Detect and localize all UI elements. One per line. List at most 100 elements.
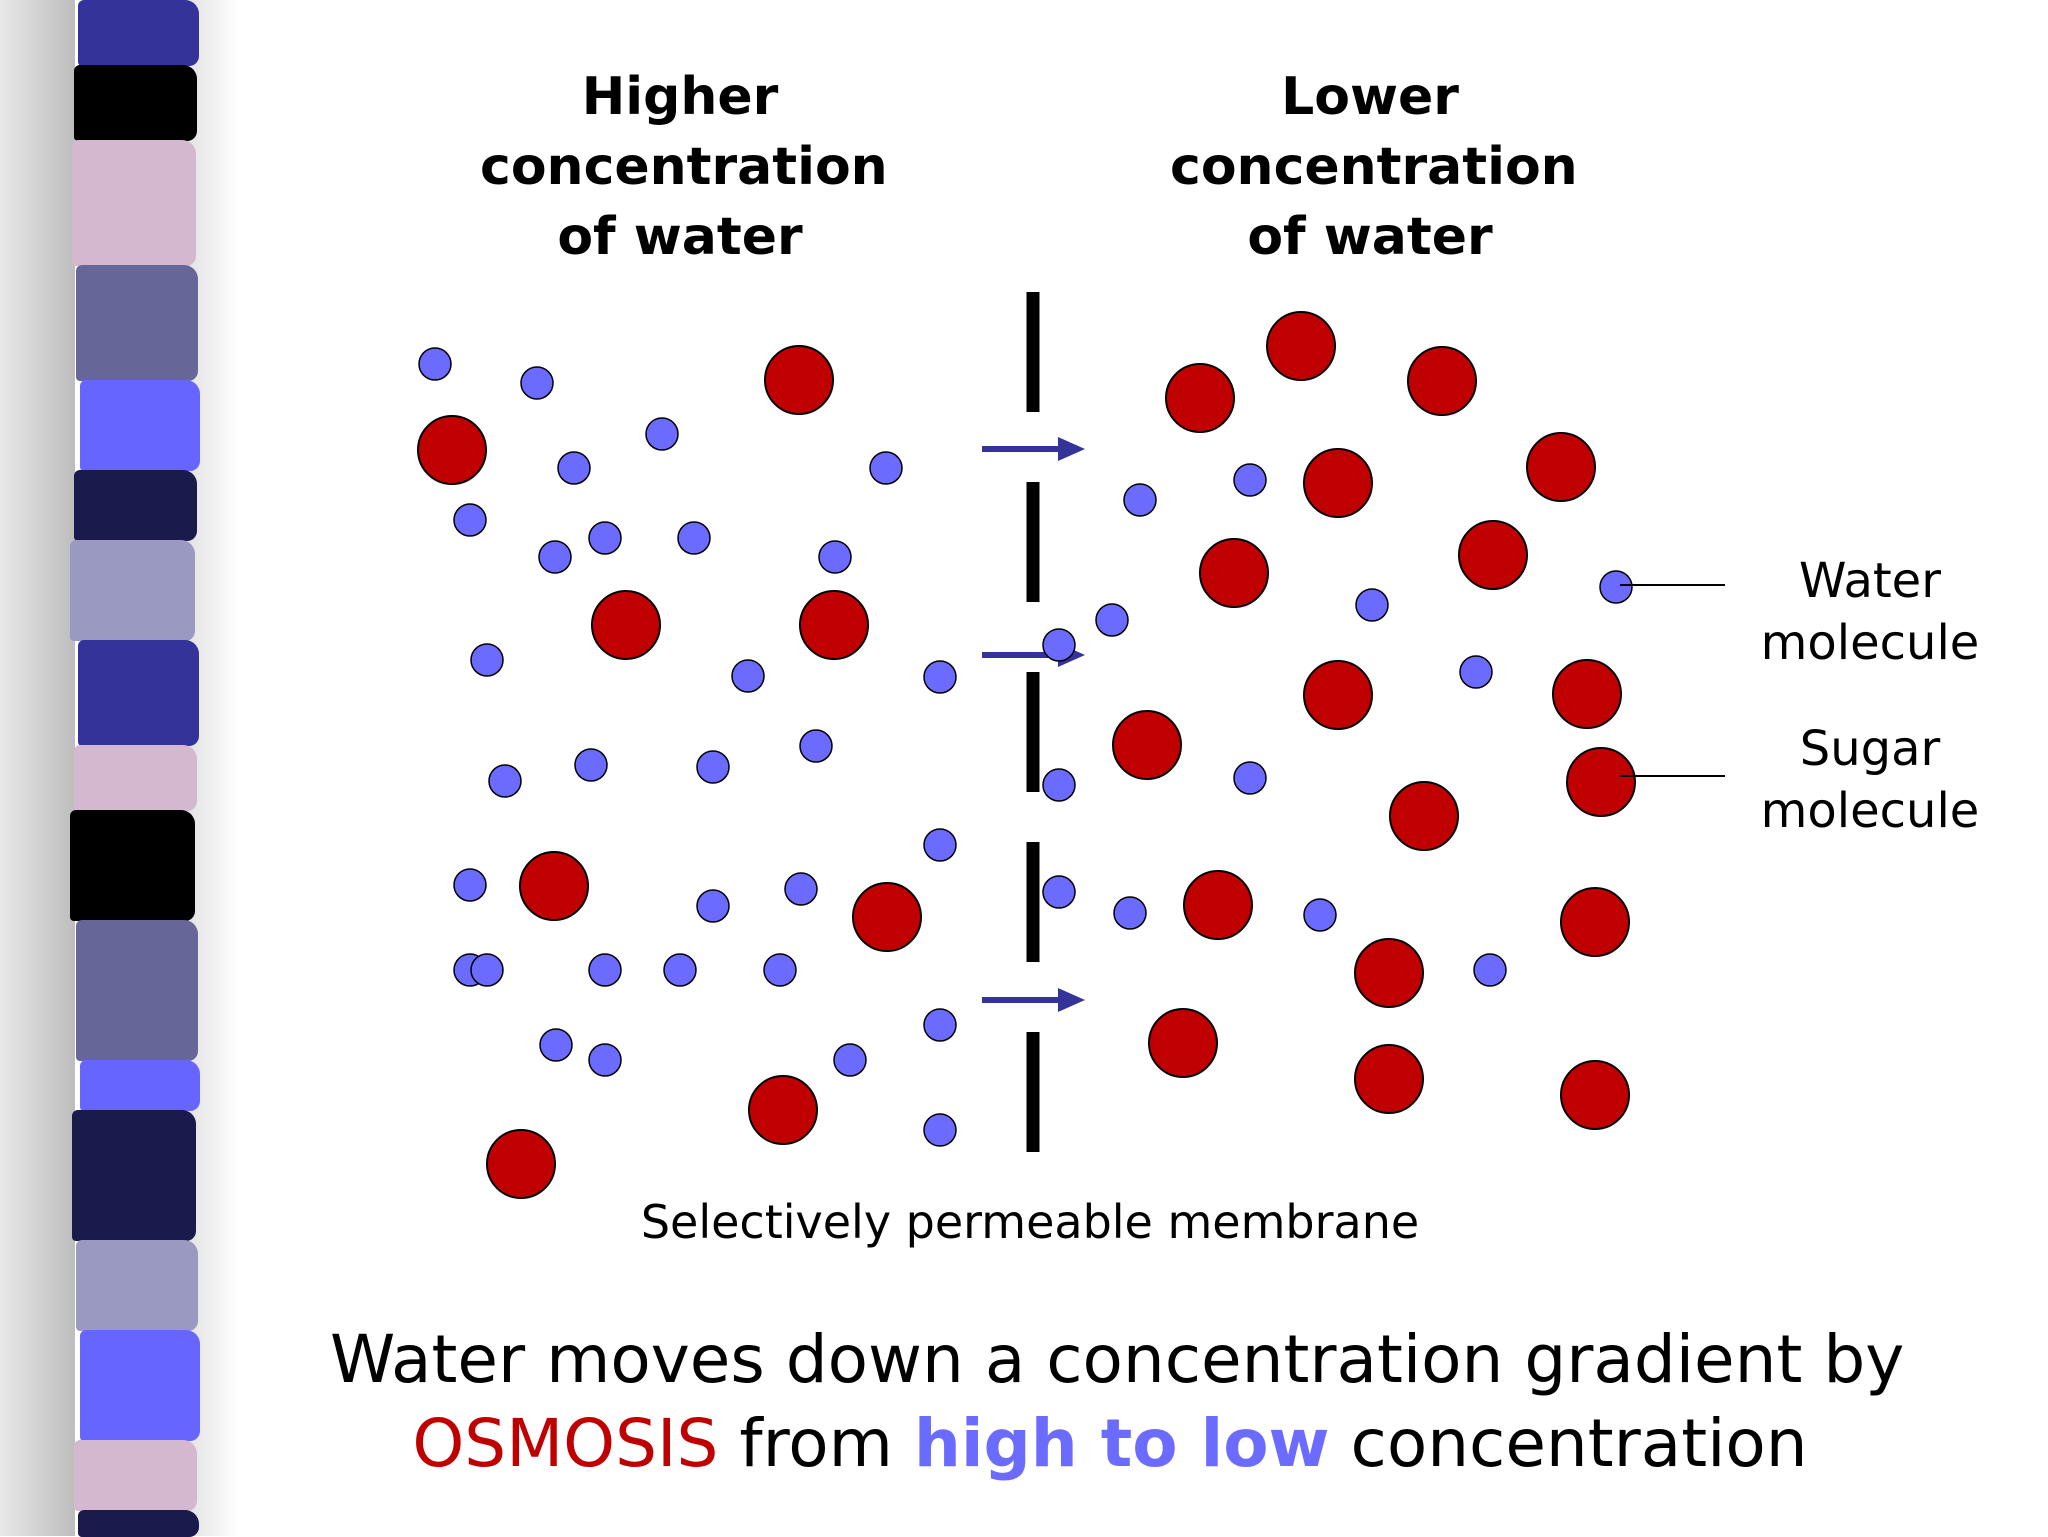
heading-line: of water: [1247, 207, 1493, 267]
caption-from: from: [739, 1405, 893, 1482]
water-molecule-icon: [588, 1043, 622, 1077]
water-molecule-icon: [1042, 875, 1076, 909]
osmosis-keyword: OSMOSIS: [412, 1405, 719, 1482]
sugar-molecule-icon: [1560, 887, 1630, 957]
sugar-molecule-icon: [1526, 432, 1596, 502]
sugar-molecule-icon: [1354, 938, 1424, 1008]
legend-label-line: molecule: [1760, 615, 1980, 671]
sidebar-stripe: [78, 0, 199, 66]
molecules: [417, 311, 1636, 1199]
water-molecule-icon: [1459, 655, 1493, 689]
legend-label-line: molecule: [1760, 783, 1980, 839]
decorative-sidebar-strip: [70, 0, 210, 1537]
legend-label-line: Water: [1799, 553, 1941, 609]
heading-line: concentration: [1170, 137, 1578, 197]
water-molecule-icon: [923, 828, 957, 862]
sidebar-stripe: [78, 1510, 199, 1537]
water-molecule-icon: [588, 953, 622, 987]
water-molecule-icon: [923, 660, 957, 694]
sugar-molecule-icon: [1266, 311, 1336, 381]
water-molecule-icon: [520, 366, 554, 400]
sugar-molecule-icon: [1458, 520, 1528, 590]
legend-label-line: Sugar: [1799, 721, 1941, 777]
water-molecule-icon: [696, 889, 730, 923]
water-molecule-icon: [1233, 761, 1267, 795]
direction-phrase: high to low: [913, 1405, 1330, 1482]
water-molecule-icon: [470, 953, 504, 987]
water-molecule-icon: [538, 540, 572, 574]
sidebar-stripe: [72, 140, 196, 266]
water-molecule-icon: [645, 417, 679, 451]
water-molecule-icon: [588, 521, 622, 555]
sugar-molecule-icon: [1552, 659, 1622, 729]
heading-line: of water: [557, 207, 803, 267]
sugar-molecule-icon: [486, 1129, 556, 1199]
sugar-molecule-icon: [591, 590, 661, 660]
sugar-molecule-icon: [1389, 781, 1459, 851]
sidebar-stripe: [74, 65, 197, 141]
sidebar-stripe: [72, 1110, 196, 1241]
sidebar-stripe: [80, 1330, 200, 1441]
sugar-molecule-icon: [1112, 710, 1182, 780]
water-molecule-label: Water molecule: [1750, 550, 1990, 674]
water-molecule-icon: [470, 643, 504, 677]
sugar-molecule-icon: [852, 882, 922, 952]
water-molecule-icon: [677, 521, 711, 555]
sidebar-stripe: [76, 1240, 198, 1331]
slide-caption: Water moves down a concentration gradien…: [330, 1318, 1905, 1486]
water-molecule-icon: [1355, 588, 1389, 622]
sidebar-stripe: [78, 640, 199, 746]
sugar-molecule-icon: [1354, 1044, 1424, 1114]
membrane-caption: Selectively permeable membrane: [640, 1195, 1420, 1249]
sidebar-stripe: [70, 810, 195, 921]
water-molecule-icon: [784, 872, 818, 906]
sugar-molecule-icon: [1165, 363, 1235, 433]
sugar-molecule-icon: [1199, 538, 1269, 608]
caption-line-2: OSMOSIS from high to low concentration: [330, 1402, 1890, 1486]
sidebar-stripe: [80, 380, 200, 471]
sidebar-stripe: [76, 265, 198, 381]
heading-line: Lower: [1281, 67, 1459, 127]
water-molecule-icon: [488, 764, 522, 798]
sugar-molecule-icon: [1303, 660, 1373, 730]
sidebar-stripe: [80, 1060, 200, 1111]
sidebar-stripe: [70, 540, 195, 641]
sugar-molecule-icon: [748, 1075, 818, 1145]
sidebar-background: [0, 0, 75, 1536]
right-side-heading: Lower concentration of water: [1170, 62, 1578, 272]
legend-leader-lines: [1620, 584, 1725, 777]
water-molecule-icon: [453, 503, 487, 537]
water-molecule-icon: [799, 729, 833, 763]
water-molecule-icon: [453, 868, 487, 902]
heading-line: Higher: [581, 67, 779, 127]
water-molecule-icon: [1473, 953, 1507, 987]
water-molecule-icon: [1233, 463, 1267, 497]
sugar-molecule-icon: [1183, 870, 1253, 940]
water-molecule-icon: [696, 750, 730, 784]
caption-line-1: Water moves down a concentration gradien…: [330, 1321, 1905, 1398]
sugar-molecule-icon: [417, 415, 487, 485]
water-molecule-icon: [923, 1008, 957, 1042]
sugar-molecule-icon: [1148, 1008, 1218, 1078]
sidebar-stripe: [74, 470, 197, 541]
water-molecule-icon: [833, 1043, 867, 1077]
water-molecule-icon: [1303, 898, 1337, 932]
water-molecule-icon: [763, 953, 797, 987]
sugar-molecule-icon: [1407, 346, 1477, 416]
water-molecule-icon: [1095, 603, 1129, 637]
water-molecule-icon: [1042, 628, 1076, 662]
arrow-right-icon: [982, 437, 1085, 461]
water-molecule-icon: [818, 540, 852, 574]
sugar-molecule-icon: [764, 345, 834, 415]
sugar-molecule-label: Sugar molecule: [1750, 718, 1990, 842]
water-molecule-icon: [574, 748, 608, 782]
sidebar-stripe: [74, 745, 197, 811]
water-molecule-icon: [923, 1113, 957, 1147]
water-molecule-icon: [869, 451, 903, 485]
water-molecule-icon: [1599, 570, 1633, 604]
sugar-molecule-icon: [519, 851, 589, 921]
sugar-molecule-icon: [1560, 1060, 1630, 1130]
heading-line: concentration: [480, 137, 888, 197]
sugar-molecule-icon: [799, 590, 869, 660]
